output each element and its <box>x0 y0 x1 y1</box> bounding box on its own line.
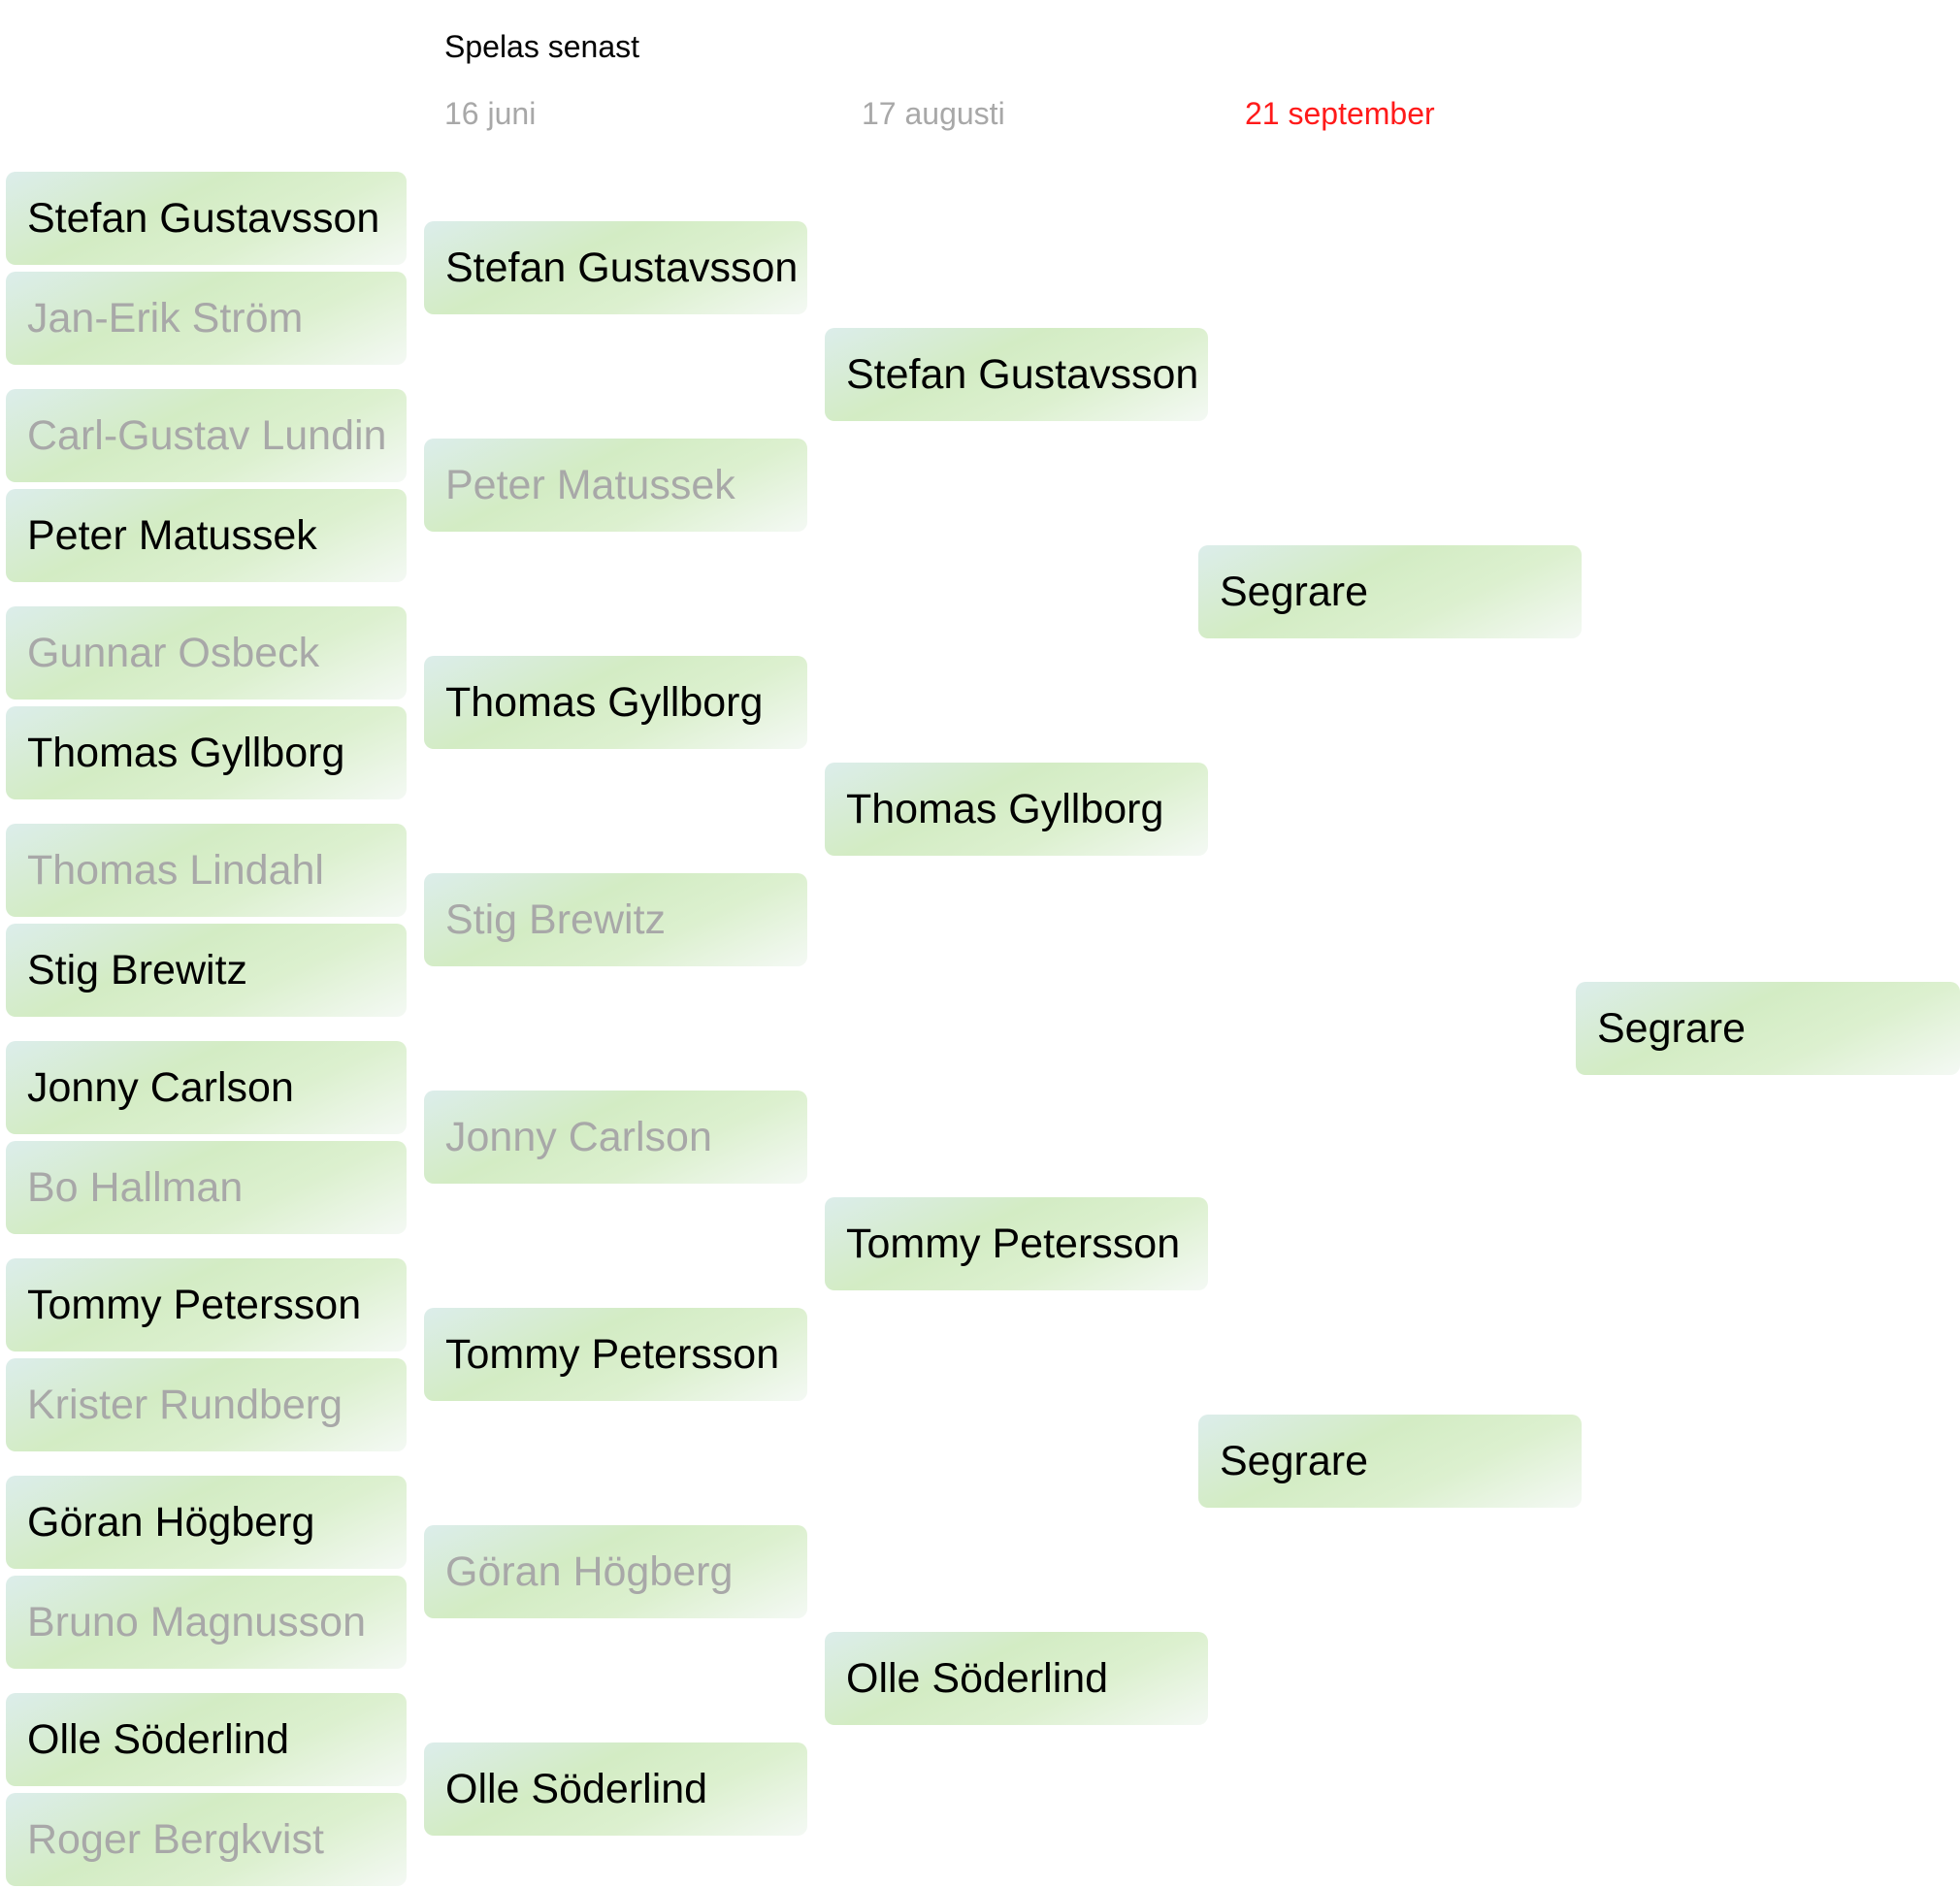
round-3-slot: Thomas Gyllborg <box>825 763 1208 856</box>
round-2-slot: Peter Matussek <box>424 439 807 532</box>
round-date-1: 16 juni <box>444 96 537 131</box>
round-4-slot: Segrare <box>1198 545 1582 638</box>
round-4-slot: Segrare <box>1198 1415 1582 1508</box>
round-1-slot: Stig Brewitz <box>6 924 407 1017</box>
round-2-slot: Thomas Gyllborg <box>424 656 807 749</box>
header-label: Spelas senast <box>444 29 640 64</box>
round-1-slot: Stefan Gustavsson <box>6 172 407 265</box>
round-2-slot: Olle Söderlind <box>424 1742 807 1836</box>
round-1-slot: Jonny Carlson <box>6 1041 407 1134</box>
round-1-slot: Peter Matussek <box>6 489 407 582</box>
round-1-slot: Carl-Gustav Lundin <box>6 389 407 482</box>
round-2-slot: Stig Brewitz <box>424 873 807 966</box>
round-1-slot: Bruno Magnusson <box>6 1576 407 1669</box>
round-1-slot: Krister Rundberg <box>6 1358 407 1451</box>
round-1-slot: Tommy Petersson <box>6 1258 407 1352</box>
round-2-slot: Jonny Carlson <box>424 1091 807 1184</box>
round-1-slot: Bo Hallman <box>6 1141 407 1234</box>
round-2-slot: Göran Högberg <box>424 1525 807 1618</box>
round-1-slot: Olle Söderlind <box>6 1693 407 1786</box>
round-3-slot: Stefan Gustavsson <box>825 328 1208 421</box>
round-date-final: 21 september <box>1245 96 1435 131</box>
round-2-slot: Stefan Gustavsson <box>424 221 807 314</box>
round-date-2: 17 augusti <box>862 96 1005 131</box>
round-1-slot: Thomas Lindahl <box>6 824 407 917</box>
round-3-slot: Tommy Petersson <box>825 1197 1208 1290</box>
round-1-slot: Göran Högberg <box>6 1476 407 1569</box>
round-2-slot: Tommy Petersson <box>424 1308 807 1401</box>
round-1-slot: Thomas Gyllborg <box>6 706 407 799</box>
round-1-slot: Roger Bergkvist <box>6 1793 407 1886</box>
round-1-slot: Gunnar Osbeck <box>6 606 407 700</box>
round-3-slot: Olle Söderlind <box>825 1632 1208 1725</box>
final-slot: Segrare <box>1576 982 1960 1075</box>
round-1-slot: Jan-Erik Ström <box>6 272 407 365</box>
